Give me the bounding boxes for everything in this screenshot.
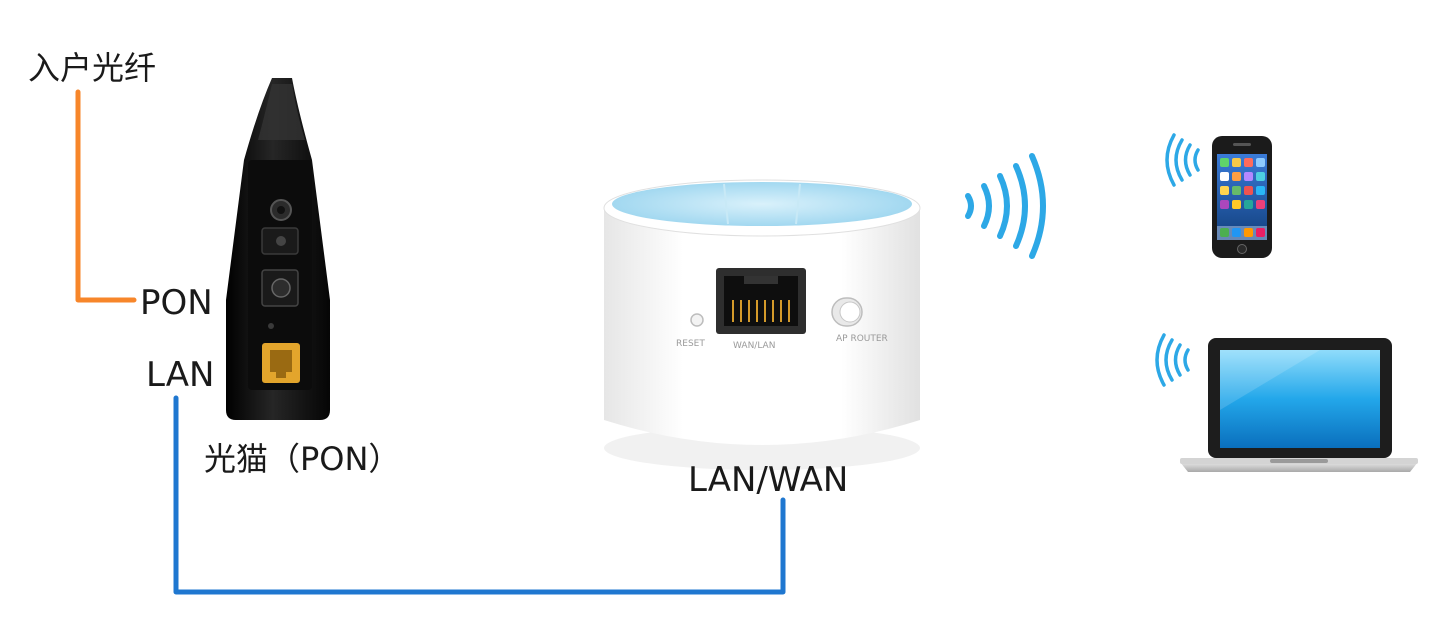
wifi-waves-icon: [965, 153, 1046, 259]
mini-router-icon: [603, 179, 921, 470]
smartphone-icon: [1165, 133, 1272, 258]
optical-modem-icon: [226, 78, 330, 420]
ethernet-line: [173, 395, 786, 595]
fiber-in-label: 入户光纤: [28, 49, 157, 87]
lan-port-label: LAN: [146, 355, 215, 395]
ap-router-label: AP ROUTER: [836, 334, 888, 344]
laptop-icon: [1155, 333, 1418, 472]
reset-label: RESET: [676, 339, 705, 349]
modem-caption: 光猫（PON）: [204, 440, 401, 478]
fiber-line: [75, 89, 137, 303]
pon-port-label: PON: [140, 283, 213, 323]
router-port-label: LAN/WAN: [688, 460, 849, 500]
wan-lan-label: WAN/LAN: [733, 341, 776, 351]
